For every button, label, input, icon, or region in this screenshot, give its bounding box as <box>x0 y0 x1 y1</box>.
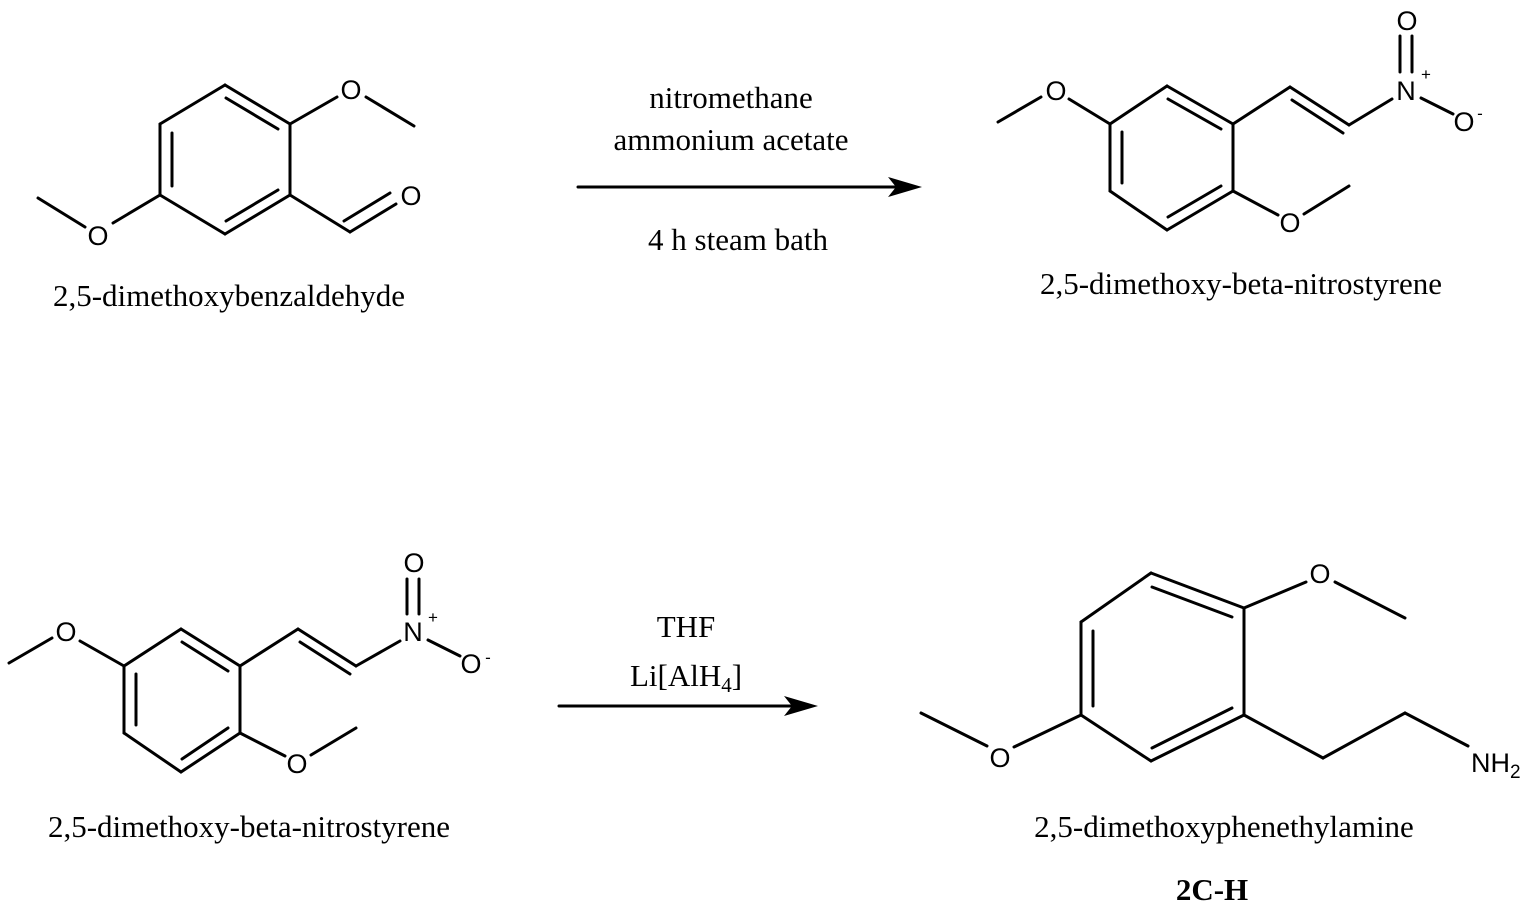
oxygen-atom: O <box>400 181 421 211</box>
reagent-lithium-aluminium-hydride: Li[AlH4] <box>630 658 742 697</box>
reaction-arrow-2: THF Li[AlH4] <box>557 609 818 716</box>
negative-charge: - <box>485 648 491 667</box>
oxygen-atom: O <box>1453 107 1474 137</box>
product-2-code: 2C-H <box>1176 872 1248 907</box>
arrow-head <box>784 696 818 716</box>
reaction-arrow-1: nitromethane ammonium acetate 4 h steam … <box>576 80 922 257</box>
arrow-head <box>888 177 922 197</box>
oxygen-atom: O <box>989 743 1010 773</box>
reactant-1-name: 2,5-dimethoxybenzaldehyde <box>53 278 405 313</box>
benzene-ring <box>1079 571 1246 763</box>
nitrogen-atom: N <box>403 617 423 647</box>
reactant-2-name: 2,5-dimethoxy-beta-nitrostyrene <box>48 809 450 844</box>
oxygen-atom: O <box>1396 6 1417 36</box>
oxygen-atom: O <box>403 548 424 578</box>
oxygen-atom: O <box>460 649 481 679</box>
molecule-dimethoxybenzaldehyde: O O O 2,5-dimethoxybenzaldehyde <box>36 75 422 313</box>
oxygen-atom: O <box>1045 76 1066 106</box>
condition-steam-bath: 4 h steam bath <box>648 222 828 257</box>
nitrovinyl-group: N + O O - <box>238 548 491 679</box>
positive-charge: + <box>1421 65 1431 84</box>
amine-group: NH2 <box>1471 748 1521 783</box>
oxygen-atom: O <box>87 221 108 251</box>
aldehyde-group: O <box>288 181 422 234</box>
methoxy-group-left: O <box>996 76 1112 126</box>
methoxy-group-top: O <box>288 75 416 128</box>
oxygen-atom: O <box>55 617 76 647</box>
negative-charge: - <box>1477 104 1483 123</box>
methoxy-group-top: O <box>1242 559 1407 620</box>
positive-charge: + <box>428 608 438 627</box>
molecule-nitrostyrene-reactant: O O N + O O - 2,5-dimethoxy-beta-nitrost… <box>7 548 491 844</box>
oxygen-atom: O <box>286 749 307 779</box>
oxygen-atom: O <box>1279 208 1300 238</box>
methoxy-group-left: O <box>919 711 1083 773</box>
oxygen-atom: O <box>1309 559 1330 589</box>
methoxy-group-left: O <box>36 193 162 251</box>
benzene-ring <box>158 83 292 236</box>
nitrogen-atom: N <box>1396 76 1416 106</box>
molecule-2c-h: O O NH2 2,5-dimethoxyphenethylamine 2C-H <box>919 559 1521 907</box>
benzene-ring <box>1108 84 1235 232</box>
methoxy-group-left: O <box>7 617 126 668</box>
condition-ammonium-acetate: ammonium acetate <box>614 122 849 157</box>
benzene-ring <box>122 627 242 774</box>
oxygen-atom: O <box>340 75 361 105</box>
nitrovinyl-group: N + O O - <box>1231 6 1483 137</box>
molecule-nitrostyrene-product: O O N + O O - 2,5-dimethoxy-beta-nitrost… <box>996 6 1483 301</box>
condition-nitromethane: nitromethane <box>649 80 813 115</box>
ethylamine-chain: NH2 <box>1242 711 1521 783</box>
product-1-name: 2,5-dimethoxy-beta-nitrostyrene <box>1040 266 1442 301</box>
product-2-name: 2,5-dimethoxyphenethylamine <box>1034 809 1414 844</box>
methoxy-group-bottom: O <box>1231 184 1351 238</box>
condition-thf: THF <box>657 609 716 644</box>
methoxy-group-bottom: O <box>238 726 358 779</box>
